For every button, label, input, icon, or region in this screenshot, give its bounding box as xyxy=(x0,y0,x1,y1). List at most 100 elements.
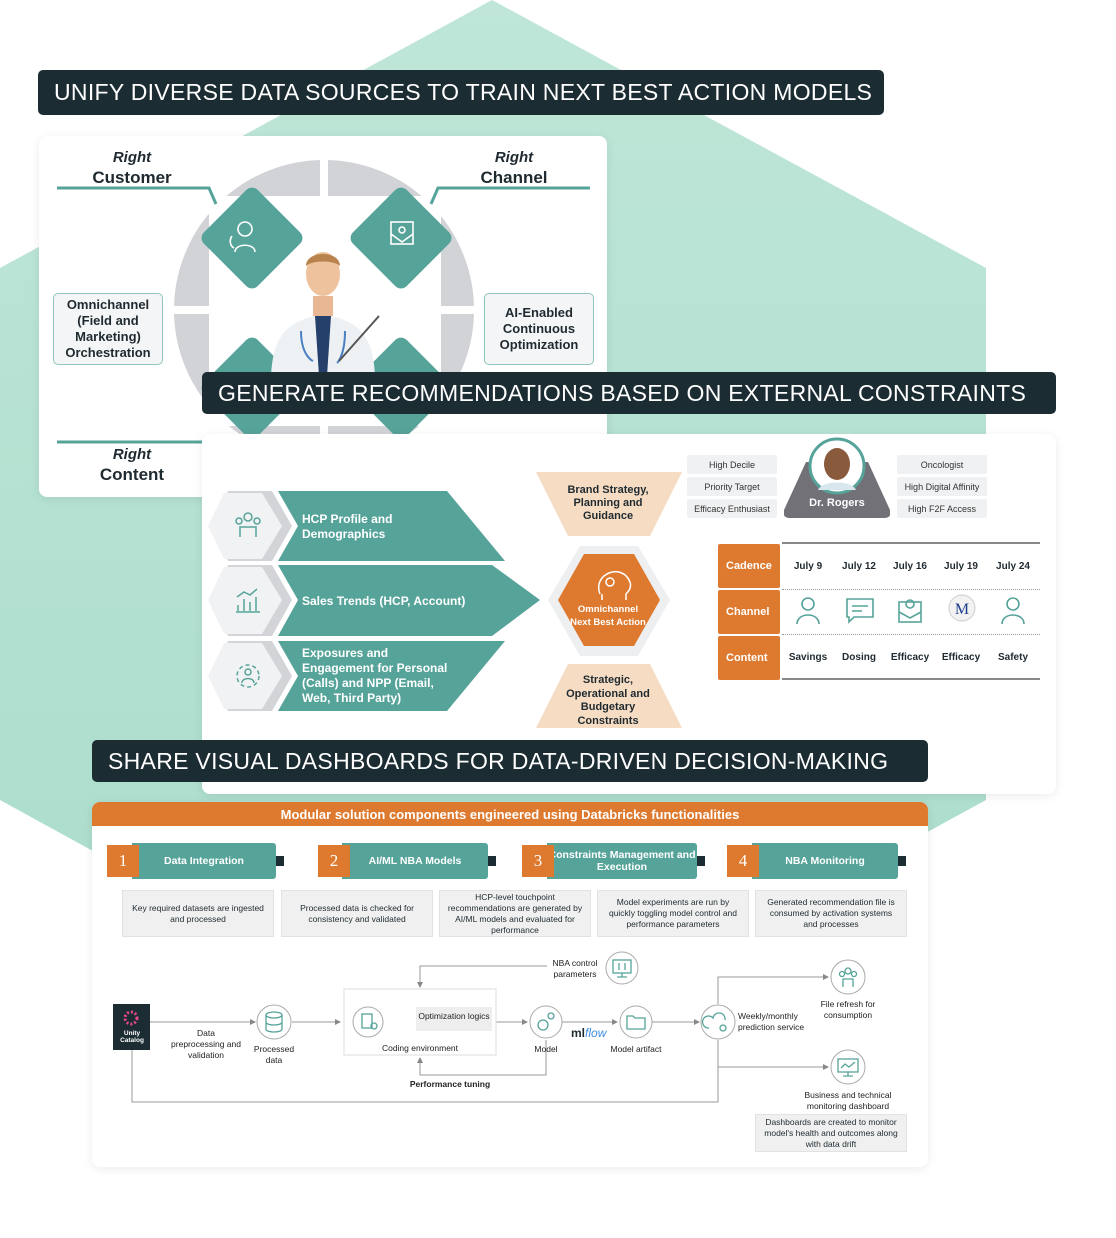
hcp-tag: High Decile xyxy=(687,455,777,474)
step-description: Generated recommendation file is consume… xyxy=(755,890,907,937)
hcp-name: Dr. Rogers xyxy=(809,497,865,509)
cadence-date: July 24 xyxy=(996,561,1030,572)
unity-catalog-label: Unity Catalog xyxy=(120,1030,144,1044)
performance-tuning-label: Performance tuning xyxy=(409,1079,491,1089)
content-topic: Efficacy xyxy=(890,652,930,663)
hcp-tag: Oncologist xyxy=(897,455,987,474)
recommendations-card: HCP Profile and Demographics Sales Trend… xyxy=(202,434,1056,794)
people-icon xyxy=(838,967,858,987)
nba-center-text: Omnichannel Next Best Action xyxy=(570,604,646,628)
network-icon xyxy=(236,664,260,688)
customer-segment xyxy=(201,187,303,289)
row-label-channel: Channel xyxy=(718,590,780,634)
row-label-content: Content xyxy=(718,636,780,680)
medscape-icon: M xyxy=(948,594,976,622)
channel-segment xyxy=(350,187,452,289)
content-topic: Savings xyxy=(788,652,828,663)
content-topic: Efficacy xyxy=(941,652,981,663)
banner-unify: UNIFY DIVERSE DATA SOURCES TO TRAIN NEXT… xyxy=(38,70,884,115)
plan-grid xyxy=(782,542,1040,680)
banner-generate: GENERATE RECOMMENDATIONS BASED ON EXTERN… xyxy=(202,372,1056,414)
dashboard-icon xyxy=(837,1058,859,1077)
modular-components-card: Modular solution components engineered u… xyxy=(92,802,928,1167)
processed-data-node xyxy=(256,1004,292,1040)
banner-text: UNIFY DIVERSE DATA SOURCES TO TRAIN NEXT… xyxy=(54,79,873,105)
cadence-date: July 9 xyxy=(793,561,823,572)
file-refresh-label: File refresh for consumption xyxy=(820,999,876,1020)
model-node xyxy=(529,1005,563,1039)
rep-icon xyxy=(796,597,820,625)
input-label-1: HCP Profile and Demographics xyxy=(302,512,393,541)
people-icon xyxy=(235,512,261,537)
dashboard-description: Dashboards are created to monitor model'… xyxy=(755,1114,907,1152)
banner-text: SHARE VISUAL DASHBOARDS FOR DATA-DRIVEN … xyxy=(108,747,889,774)
email-icon xyxy=(898,599,922,623)
input-arrow-2 xyxy=(278,565,540,636)
processed-data-label: Processed data xyxy=(253,1044,295,1065)
artifact-label: Model artifact xyxy=(610,1044,662,1054)
artifact-node xyxy=(619,1005,653,1039)
divider xyxy=(782,634,1040,635)
prediction-service-label: Weekly/monthly prediction service xyxy=(738,1011,805,1032)
step-cap xyxy=(898,856,906,866)
step-description: HCP-level touchpoint recommendations are… xyxy=(439,890,591,937)
brand-strategy-shape xyxy=(536,472,682,536)
optimization-logics-box xyxy=(416,1007,492,1031)
step-number: 4 xyxy=(727,845,759,877)
step-number: 3 xyxy=(522,845,554,877)
hcp-tag: Priority Target xyxy=(687,477,777,496)
input-arrow-1 xyxy=(278,491,505,561)
gears-icon xyxy=(537,1012,555,1031)
step-number: 2 xyxy=(318,845,350,877)
coding-environment-label: Coding environment xyxy=(381,1043,459,1053)
step-cap xyxy=(276,856,284,866)
nba-hexagon xyxy=(558,554,660,646)
content-topic: Dosing xyxy=(842,652,876,663)
banner-share: SHARE VISUAL DASHBOARDS FOR DATA-DRIVEN … xyxy=(92,740,928,782)
input-label-2: Sales Trends (HCP, Account) xyxy=(302,594,466,608)
chart-icon xyxy=(236,588,260,613)
code-node xyxy=(352,1006,384,1038)
step-3: Constraints Management and Execution xyxy=(547,843,697,879)
step-description: Processed data is checked for consistenc… xyxy=(281,890,433,937)
preprocessing-label: Data preprocessing and validation xyxy=(171,1028,241,1060)
model-label: Model xyxy=(534,1044,558,1054)
ai-optimization-box: AI-Enabled Continuous Optimization xyxy=(484,293,594,365)
flow-diagram xyxy=(113,951,866,1103)
cadence-date: July 19 xyxy=(944,561,978,572)
step-cap xyxy=(697,856,705,866)
hcp-avatar xyxy=(784,437,890,518)
doctor-image xyxy=(271,252,380,376)
unity-catalog-icon xyxy=(123,1010,139,1026)
input-arrow-3 xyxy=(278,641,505,711)
inputs-graphic xyxy=(208,491,540,711)
step-1: Data Integration xyxy=(132,843,276,879)
hcp-tag: Efficacy Enthusiast xyxy=(687,499,777,518)
email-icon xyxy=(390,221,414,245)
cadence-date: July 16 xyxy=(893,561,927,572)
divider xyxy=(782,589,1040,590)
banner-text: GENERATE RECOMMENDATIONS BASED ON EXTERN… xyxy=(218,379,1027,406)
chat-icon xyxy=(846,598,874,624)
constraints-shape xyxy=(536,664,682,728)
database-icon xyxy=(265,1011,283,1033)
dashboard-label: Business and technical monitoring dashbo… xyxy=(804,1090,892,1111)
step-4: NBA Monitoring xyxy=(752,843,898,879)
svg-text:M: M xyxy=(955,601,969,618)
prediction-service-node xyxy=(700,1004,736,1040)
rep-icon xyxy=(229,221,256,253)
channel-icons: M xyxy=(796,594,1025,625)
step-number: 1 xyxy=(107,845,139,877)
cadence-date: July 12 xyxy=(842,561,876,572)
nba-graphic xyxy=(536,472,682,728)
mlflow-logo: mlflow xyxy=(571,1026,607,1040)
modular-header: Modular solution components engineered u… xyxy=(92,802,928,826)
step-cap xyxy=(488,856,496,866)
omnichannel-orchestration-box: Omnichannel (Field and Marketing) Orches… xyxy=(53,293,163,365)
brand-strategy-text: Brand Strategy, Planning and Guidance xyxy=(567,484,649,522)
step-description: Key required datasets are ingested and p… xyxy=(122,890,274,937)
cloud-gear-icon xyxy=(701,1012,727,1032)
step-2: AI/ML NBA Models xyxy=(342,843,488,879)
